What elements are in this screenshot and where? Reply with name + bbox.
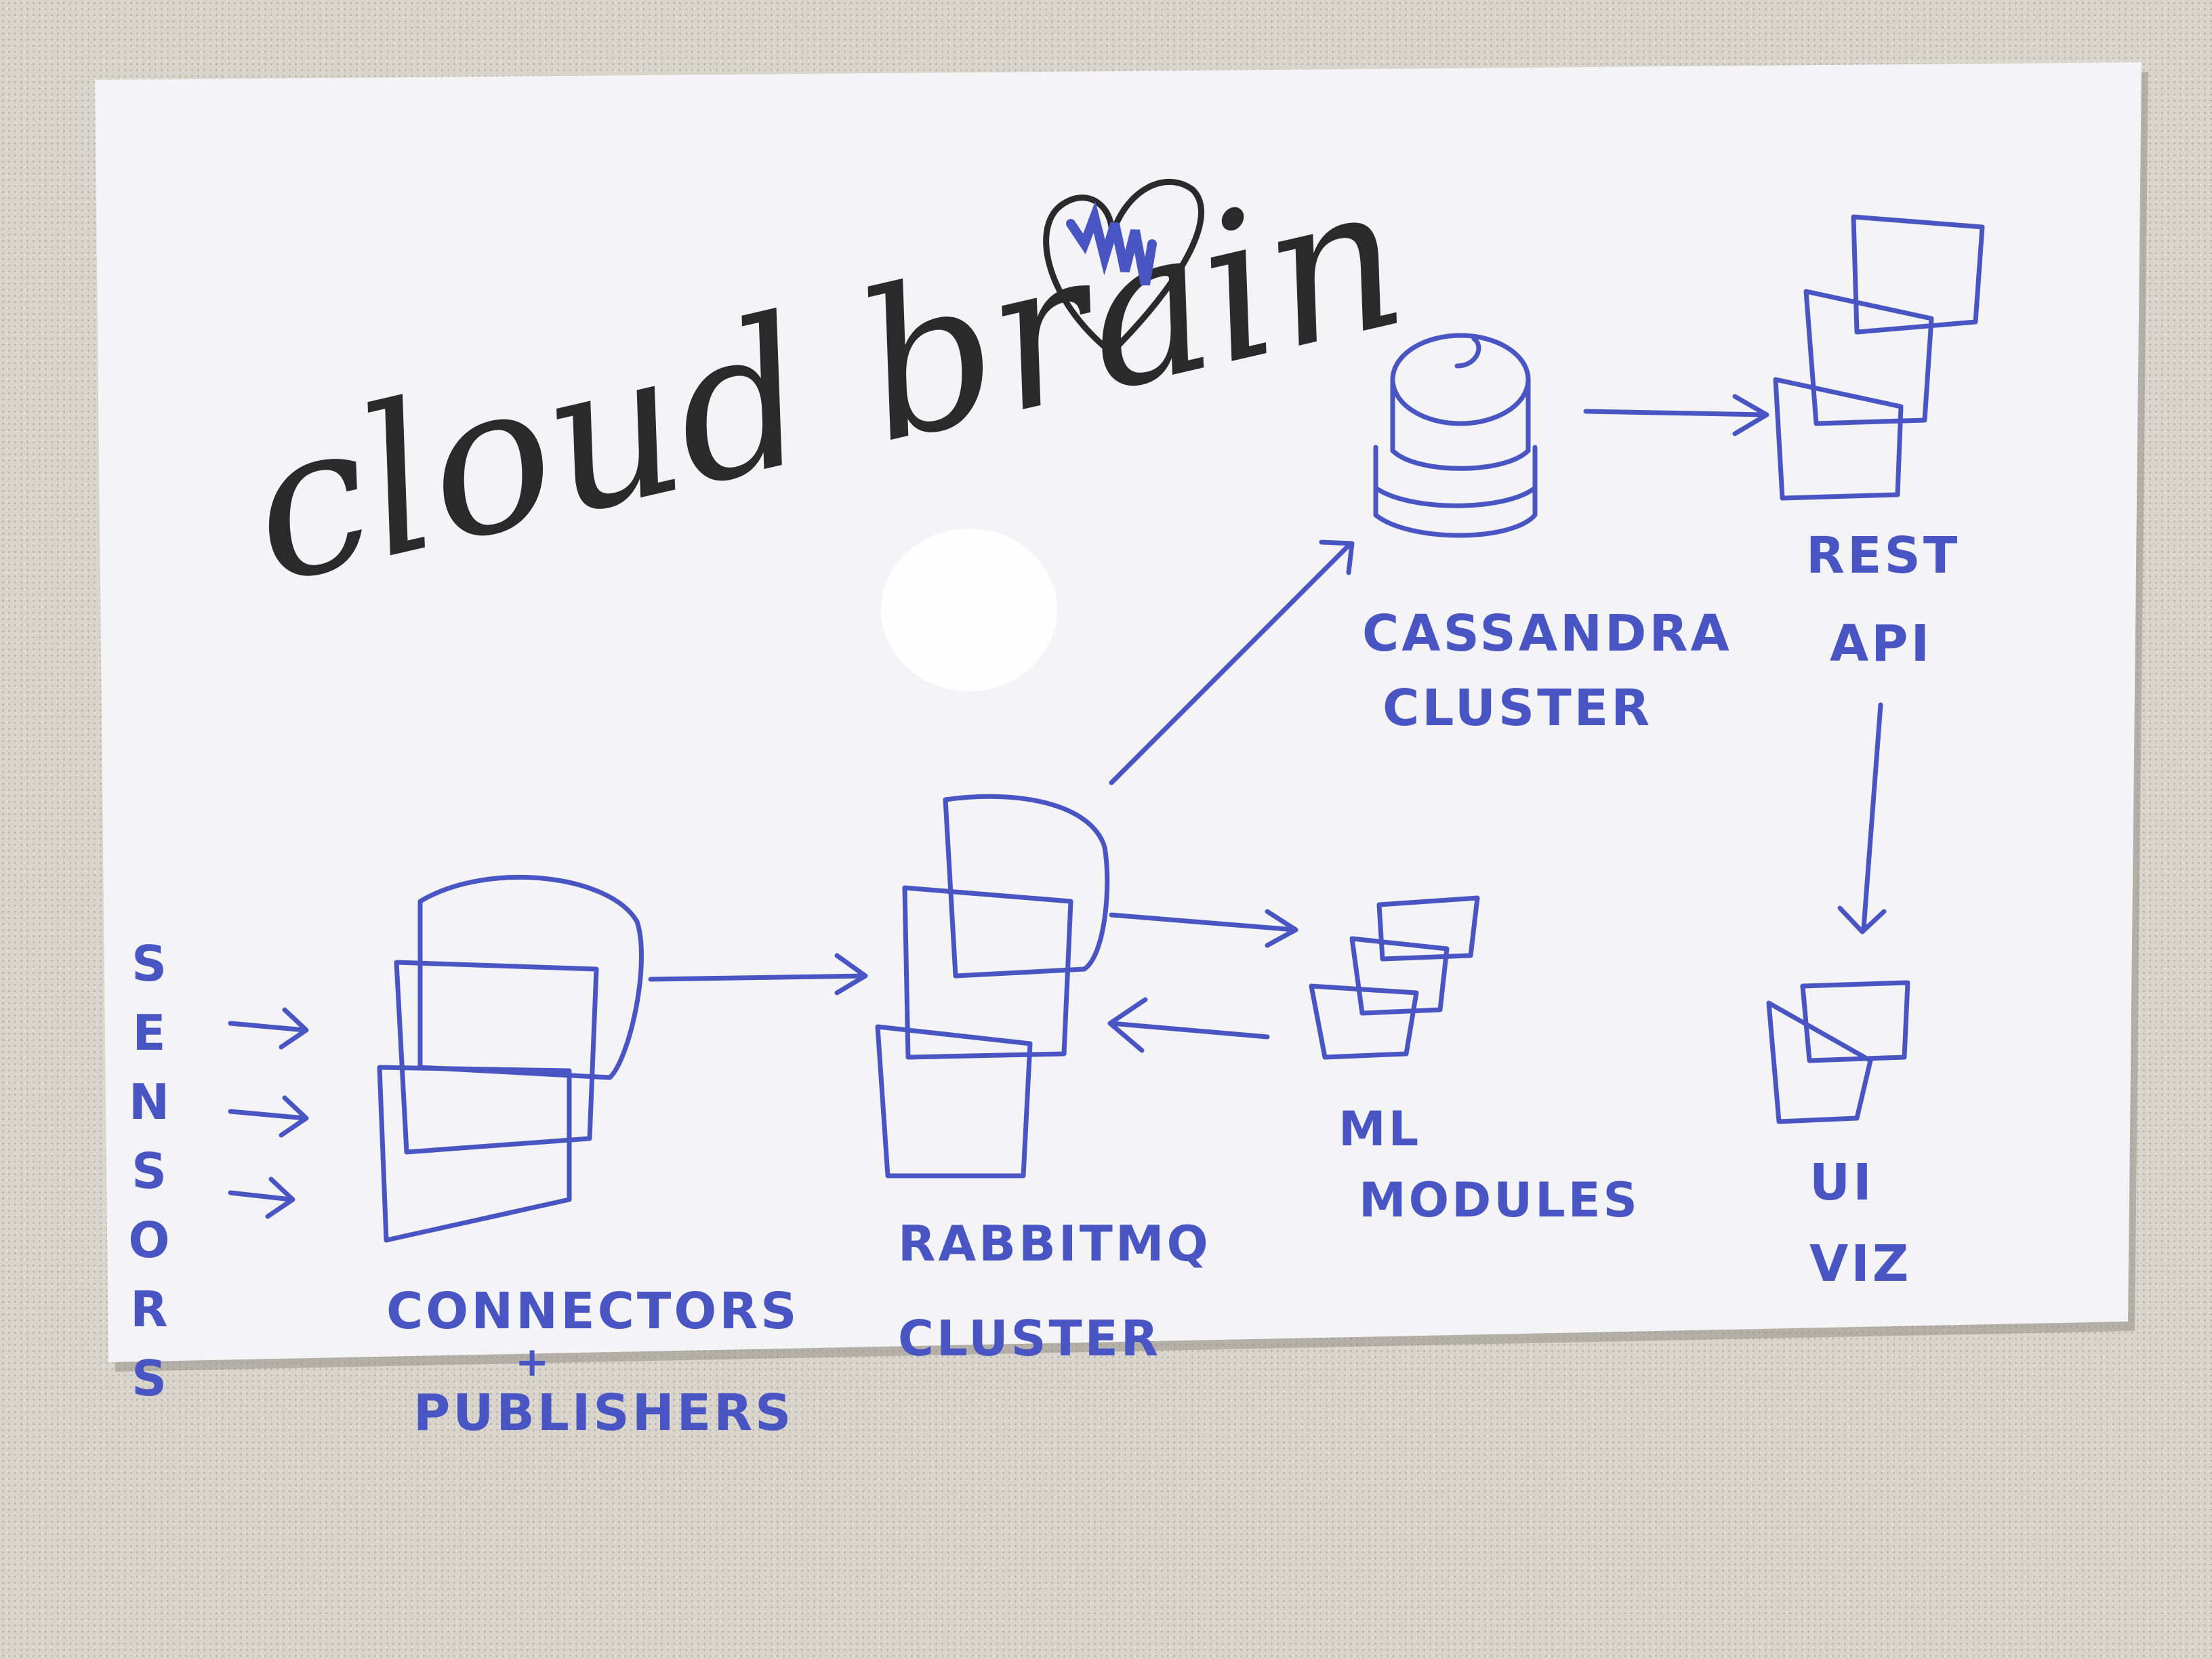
ml-modules: ML MODULES [1309, 895, 1640, 1228]
cassandra-label-line1: CASSANDRA [1362, 605, 1732, 663]
cassandra-cluster: CASSANDRA CLUSTER [1362, 333, 1732, 737]
rest-label-line2: API [1830, 615, 1932, 673]
stacked-boxes-icon [875, 794, 1110, 1179]
stacked-boxes-icon [1309, 895, 1480, 1060]
cassandra-label-line2: CLUSTER [1382, 679, 1652, 737]
connectors-publishers: CONNECTORS + PUBLISHERS [377, 874, 800, 1442]
connectors-label-line3: PUBLISHERS [413, 1384, 794, 1442]
ml-label-line1: ML [1338, 1101, 1421, 1157]
sensor-arrows [228, 1007, 309, 1219]
rest-label-line1: REST [1806, 527, 1960, 585]
sensors: SENSORS [121, 935, 309, 1419]
rabbitmq-label-line2: CLUSTER [898, 1310, 1161, 1367]
connectors-label-line2: + [515, 1338, 552, 1386]
connectors-label-line1: CONNECTORS [386, 1282, 800, 1340]
arrow-cassandra-to-rest [1583, 394, 1769, 436]
arrow-rest-to-ui [1837, 702, 1887, 935]
sensors-label: SENSORS [121, 935, 178, 1419]
stacked-boxes-icon [377, 874, 644, 1243]
whiteboard [95, 62, 2148, 1372]
stacked-boxes-icon [1766, 980, 1910, 1124]
ui-label-line1: UI [1809, 1153, 1875, 1212]
heart-icon [1043, 179, 1205, 356]
ui-label-line2: VIZ [1809, 1235, 1911, 1293]
rest-api: REST API [1773, 214, 1985, 673]
ml-label-line2: MODULES [1359, 1172, 1640, 1228]
ui-viz: UI VIZ [1766, 980, 1911, 1293]
rabbitmq-label-line1: RABBITMQ [898, 1215, 1211, 1272]
rabbitmq-cluster: RABBITMQ CLUSTER [875, 794, 1211, 1367]
database-icon [1373, 333, 1538, 538]
arrow-ml-to-rabbitmq [1107, 997, 1270, 1053]
stacked-boxes-icon [1773, 214, 1985, 501]
arrow-rabbitmq-to-cassandra [1109, 539, 1355, 785]
arrow-connectors-to-rabbitmq [648, 953, 868, 996]
arrow-rabbitmq-to-ml [1109, 909, 1298, 948]
